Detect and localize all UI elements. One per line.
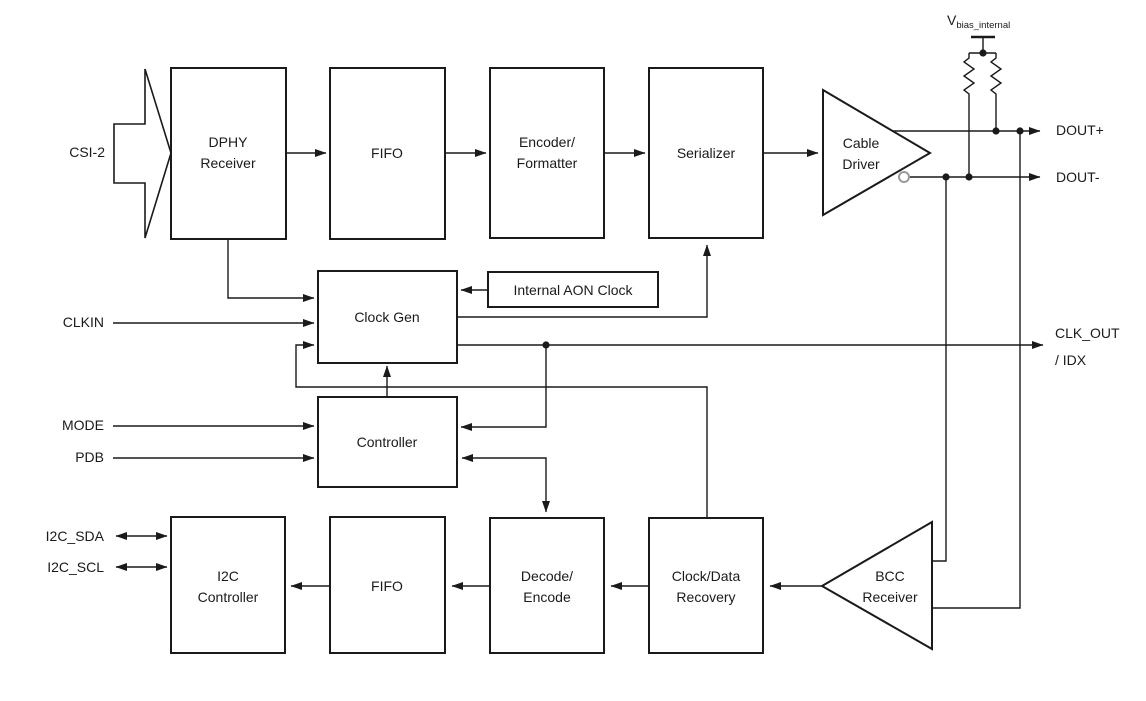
controller-label: Controller [357, 434, 418, 450]
wires [113, 35, 1044, 609]
wire-cdr-to-clock-gen-feedback [295, 340, 708, 518]
dout-minus-label: DOUT- [1056, 169, 1100, 185]
pdb-label: PDB [75, 449, 104, 465]
fifo-bottom-block [329, 516, 446, 654]
junction-dot [542, 341, 550, 349]
i2c-controller-block [170, 516, 286, 654]
cable-driver-label: Cable [843, 135, 880, 151]
encoder-formatter-block [489, 67, 605, 239]
dout-plus-label: DOUT+ [1056, 122, 1104, 138]
inverting-bubble [898, 171, 910, 183]
dphy-receiver-block [170, 67, 287, 240]
decode-encode-block [489, 517, 605, 654]
wire-controller-decode-bidirectional [461, 453, 551, 513]
dphy-receiver-label: Receiver [200, 155, 256, 171]
vbias-main-text: V [947, 12, 957, 28]
clkin-label: CLKIN [63, 314, 104, 330]
dphy-receiver-label: DPHY [209, 134, 249, 150]
wire-dout-minus-to-bcc [933, 177, 947, 562]
i2c-controller-label: Controller [198, 589, 259, 605]
resistor-right [989, 53, 1003, 131]
serializer-label: Serializer [677, 145, 736, 161]
vbias-internal-label: Vbias_internal [947, 12, 1010, 31]
encoder-formatter-label: Formatter [517, 155, 578, 171]
clock-gen-label: Clock Gen [354, 309, 419, 325]
resistor-left [962, 53, 976, 177]
clock-gen-block [317, 270, 458, 364]
junction-dot [965, 173, 973, 181]
internal-aon-clock-label: Internal AON Clock [513, 282, 633, 298]
clock-data-recovery-label: Clock/Data [672, 568, 741, 584]
clock-data-recovery-block [648, 517, 764, 654]
junction-dot [992, 127, 1000, 135]
internal-aon-clock-block [487, 271, 659, 308]
clk-out-idx-label: / IDX [1055, 352, 1087, 368]
i2c-scl-label: I2C_SCL [47, 559, 104, 575]
fifo-bottom-label: FIFO [371, 578, 403, 594]
decode-encode-label: Decode/ [521, 568, 573, 584]
i2c-sda-label: I2C_SDA [46, 528, 105, 544]
cable-driver-label: Driver [842, 156, 880, 172]
fifo-top-block [329, 67, 446, 240]
csi2-input-arrow-shape [113, 68, 172, 239]
wire-dphy-to-clock-gen [227, 239, 315, 303]
controller-block [317, 396, 458, 488]
blocks: DPHY Receiver FIFO Encoder/ Formatter Se… [113, 67, 933, 654]
fifo-top-label: FIFO [371, 145, 403, 161]
vbias-subscript-text: bias_internal [956, 20, 1010, 31]
cable-driver-triangle [822, 88, 932, 217]
mode-label: MODE [62, 417, 104, 433]
junctions [542, 49, 1024, 349]
csi2-label: CSI-2 [69, 144, 105, 160]
junction-dot [1016, 127, 1024, 135]
i2c-controller-label: I2C [217, 568, 239, 584]
clk-out-label: CLK_OUT [1055, 325, 1120, 341]
serializer-block [648, 67, 764, 239]
port-labels: CSI-2 CLKIN MODE PDB I2C_SDA I2C_SCL DOU… [46, 12, 1120, 575]
decode-encode-label: Encode [523, 589, 571, 605]
wire-clk-to-controller [460, 345, 547, 432]
junction-dot [942, 173, 950, 181]
bcc-receiver-label: BCC [875, 568, 905, 584]
bcc-receiver-label: Receiver [862, 589, 918, 605]
wire-dout-plus-to-bcc [933, 131, 1021, 609]
junction-dot [979, 49, 987, 57]
encoder-formatter-label: Encoder/ [519, 134, 575, 150]
bcc-receiver-triangle [819, 520, 933, 651]
clock-data-recovery-label: Recovery [676, 589, 735, 605]
wire-clock-gen-to-serializer [457, 244, 712, 318]
